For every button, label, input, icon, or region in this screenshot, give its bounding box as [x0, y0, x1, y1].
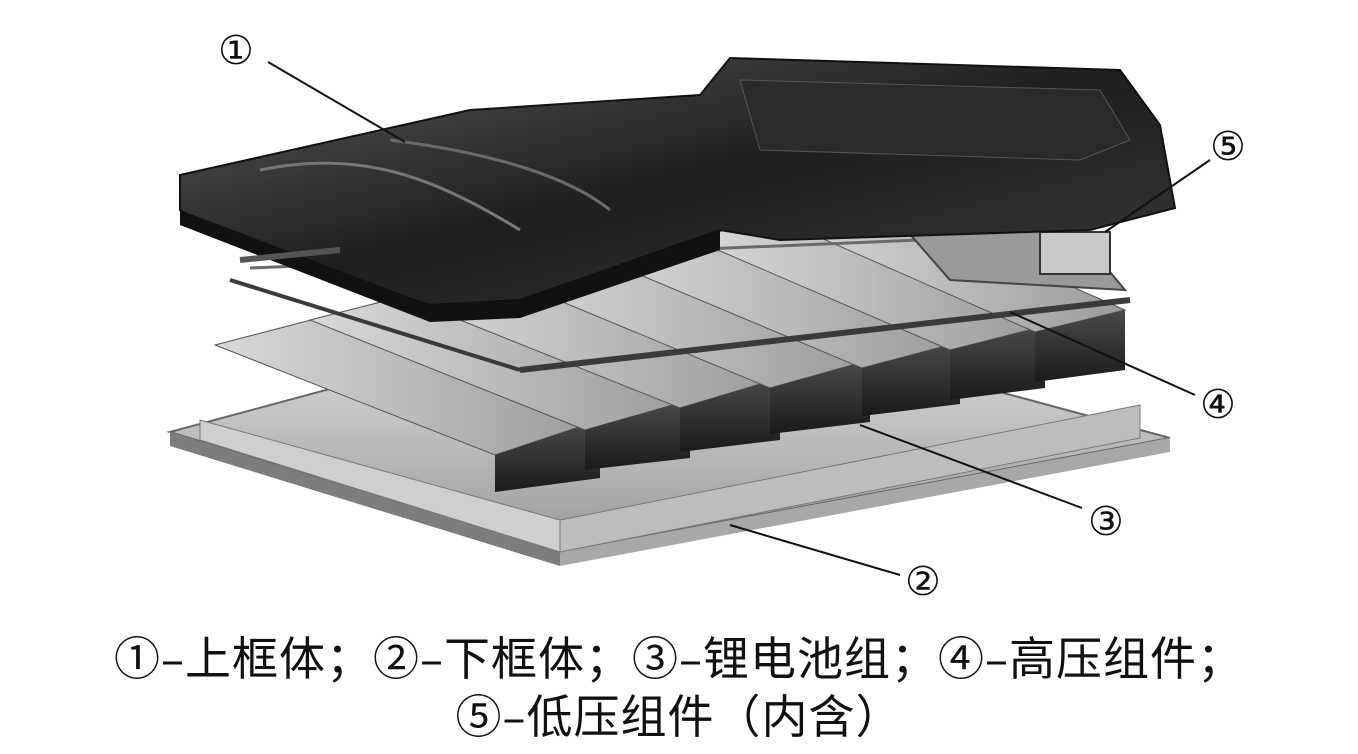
- leader-lines: [267, 61, 1211, 576]
- leader-line-5: [1104, 159, 1211, 233]
- figure-caption: ①–上框体；②–下框体；③–锂电池组；④–高压组件； ⑤–低压组件（内含）: [0, 630, 1358, 746]
- caption-line-2: ⑤–低压组件（内含）: [455, 690, 903, 744]
- upper-frame-lid: [179, 56, 1177, 322]
- marker-1: ①: [218, 28, 254, 74]
- marker-2: ②: [905, 559, 941, 605]
- caption-line-1: ①–上框体；②–下框体；③–锂电池组；④–高压组件；: [114, 632, 1244, 686]
- leader-line-1: [267, 61, 406, 143]
- marker-4: ④: [1200, 382, 1236, 428]
- marker-3: ③: [1088, 499, 1124, 545]
- leader-line-4: [1009, 311, 1196, 396]
- leader-line-3: [859, 424, 1083, 509]
- marker-5: ⑤: [1210, 124, 1246, 170]
- battery-pack-exploded-diagram: ① ② ③ ④ ⑤: [166, 28, 1246, 605]
- leader-line-2: [729, 524, 901, 576]
- battery-module: [688, 215, 1047, 400]
